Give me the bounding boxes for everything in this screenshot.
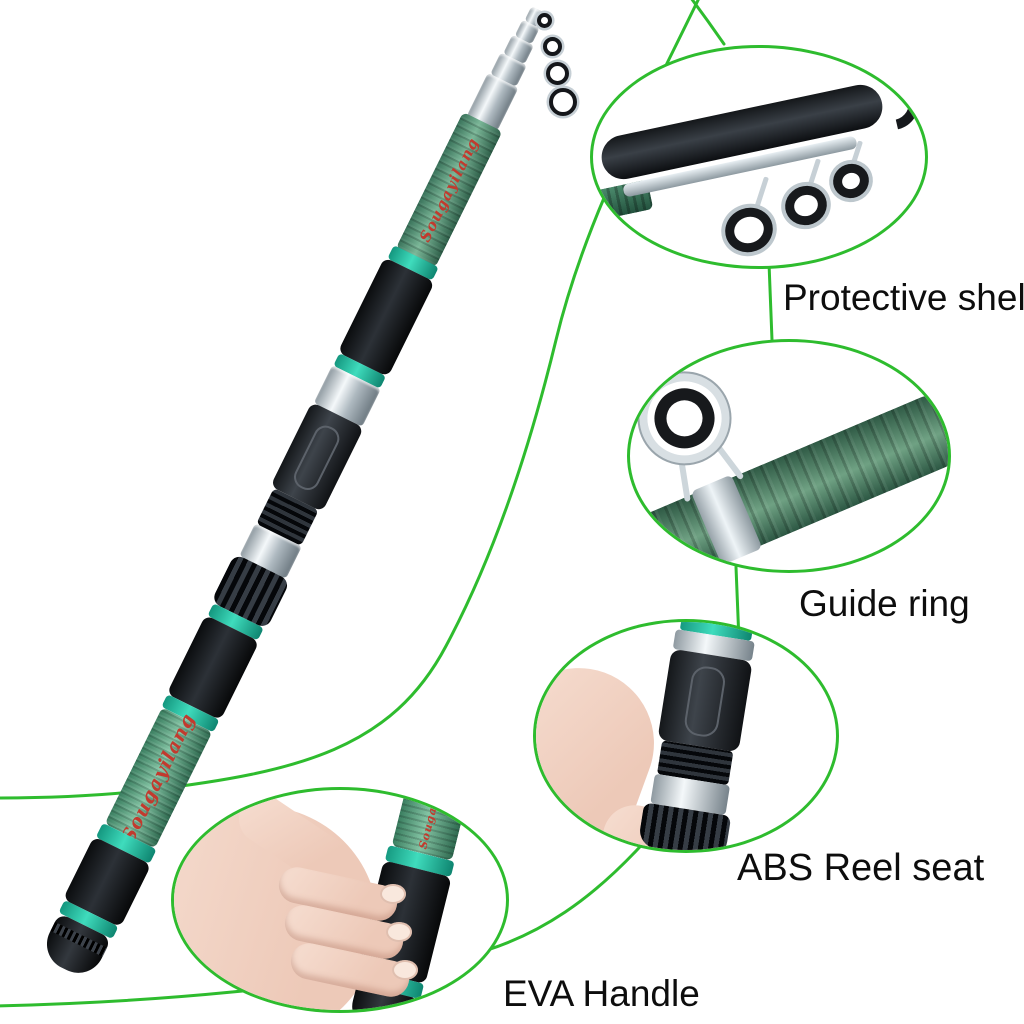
guide-mount-band [690,474,763,566]
seat-slot [682,664,728,739]
tip-guide-ring [537,13,552,28]
fingernail [380,884,406,904]
callout-protective-shell [590,45,928,269]
eva-handle-label: EVA Handle [503,973,700,1014]
callout-abs-reel-seat [533,619,839,853]
tip-guide-ring [546,62,569,85]
fingernail [392,960,418,980]
guide-eyelet [779,179,833,232]
abs-reel-seat-label: ABS Reel seat [737,847,985,889]
guide-ring-insert [645,378,724,458]
brand-text-handle: Sougayilang [416,787,451,851]
tip-guide-ring [549,88,577,116]
callout-guide-ring [627,339,951,573]
protective-shell-label: Protective shell [783,277,1024,318]
tip-guide-ring [543,37,562,56]
connector-shell-to-guide [767,261,774,342]
callout-eva-handle: Sougayilang [171,787,509,1013]
guide-ring-label: Guide ring [799,583,970,624]
connector-top [690,0,726,46]
reel-seat-slot [289,421,344,495]
fingernail [386,922,412,942]
guide-eyelet [828,158,874,204]
seat-body [657,648,753,753]
guide-eyelet [718,201,780,259]
